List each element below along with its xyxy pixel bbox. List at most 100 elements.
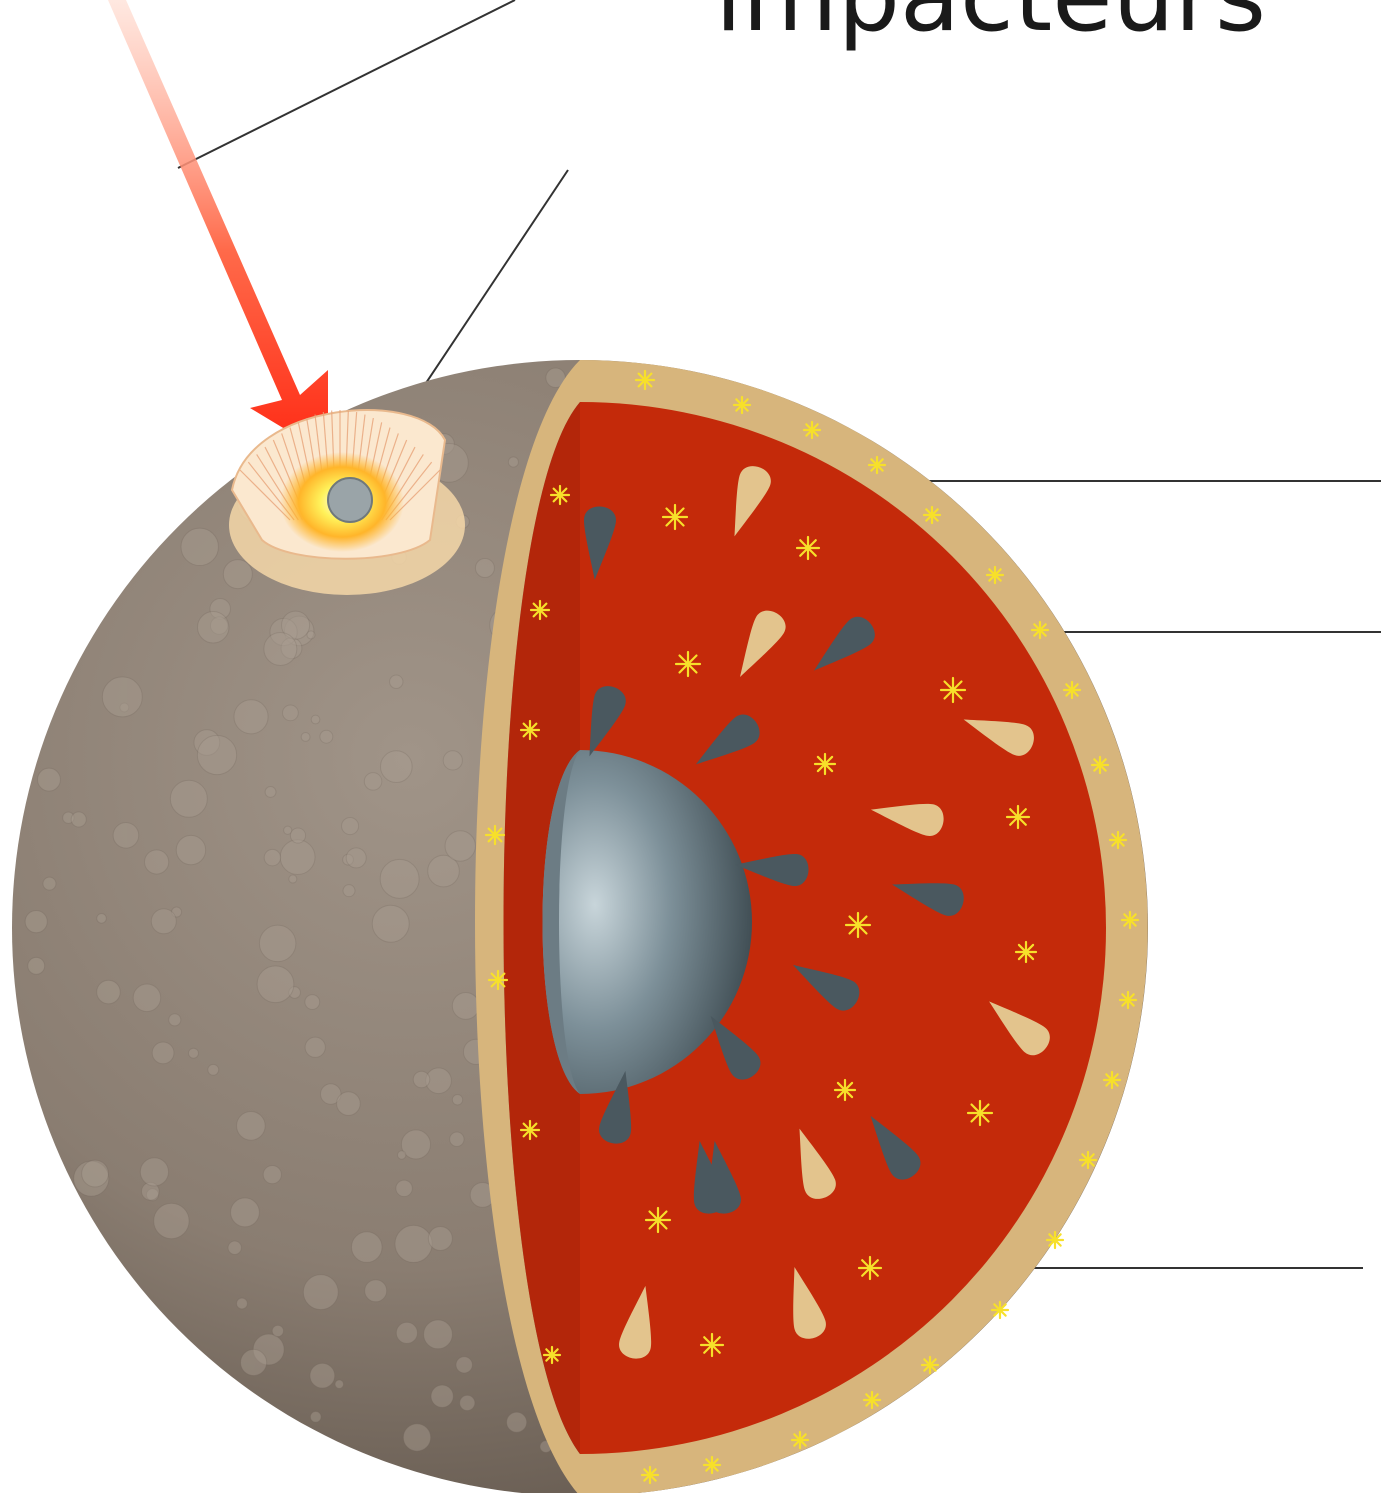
asterisk-star-icon: [804, 422, 820, 438]
crater: [231, 1198, 260, 1227]
asterisk-star-icon: [521, 721, 539, 739]
asterisk-star-icon: [636, 371, 654, 389]
crater: [283, 705, 299, 721]
asterisk-star-icon: [922, 1357, 938, 1373]
crater: [223, 560, 252, 589]
crater: [428, 1226, 452, 1250]
red-arrow-icon: [88, 0, 328, 455]
asterisk-star-icon: [704, 1457, 720, 1473]
crater: [170, 780, 207, 817]
crater: [305, 1037, 325, 1057]
asterisk-star-icon: [663, 505, 687, 529]
asterisk-star-icon: [1064, 682, 1080, 698]
crater: [236, 1298, 247, 1309]
asterisk-star-icon: [642, 1467, 658, 1483]
asterisk-star-icon: [1104, 1072, 1120, 1088]
crater: [403, 1424, 430, 1451]
crater: [342, 817, 359, 834]
crater: [380, 859, 419, 898]
crater: [289, 875, 297, 883]
asterisk-star-icon: [646, 1208, 670, 1232]
crater: [133, 984, 161, 1012]
crater: [380, 751, 412, 783]
crater: [154, 1203, 189, 1238]
crater: [82, 1160, 109, 1187]
asterisk-star-icon: [924, 507, 940, 523]
crater: [307, 631, 315, 639]
crater: [310, 1363, 335, 1388]
crater: [450, 1132, 464, 1146]
asterisk-star-icon: [987, 567, 1003, 583]
crater: [188, 1048, 198, 1058]
crater: [264, 632, 297, 665]
crater: [335, 1380, 344, 1389]
asterisk-star-icon: [797, 537, 819, 559]
asterisk-star-icon: [859, 1257, 881, 1279]
asterisk-star-icon: [1047, 1232, 1063, 1248]
crater: [71, 812, 86, 827]
crater: [346, 848, 366, 868]
crater: [151, 909, 176, 934]
asterisk-star-icon: [864, 1392, 880, 1408]
crater: [301, 733, 310, 742]
crater: [28, 957, 45, 974]
asterisk-star-icon: [1120, 992, 1136, 1008]
asterisk-star-icon: [701, 1334, 723, 1356]
crater: [259, 925, 296, 962]
impact-crater-icon: [229, 410, 465, 595]
crater: [310, 1411, 321, 1422]
crater: [445, 831, 475, 861]
asterisk-star-icon: [551, 486, 569, 504]
crater: [37, 768, 60, 791]
leader-line-impactor: [178, 0, 515, 168]
crater: [272, 1325, 283, 1336]
impactor-body: [328, 478, 372, 522]
asterisk-star-icon: [968, 1101, 992, 1125]
crater: [257, 966, 294, 1003]
asterisk-star-icon: [869, 457, 885, 473]
asterisk-star-icon: [846, 913, 870, 937]
crater: [452, 992, 479, 1019]
asterisk-star-icon: [1016, 942, 1036, 962]
crater: [228, 1241, 241, 1254]
crater: [395, 1225, 432, 1262]
asterisk-star-icon: [815, 754, 835, 774]
asterisk-star-icon: [941, 678, 965, 702]
crater: [264, 849, 280, 865]
crater: [351, 1232, 382, 1263]
crater: [397, 1151, 405, 1159]
crater: [102, 677, 142, 717]
asterisk-star-icon: [1007, 806, 1029, 828]
crater: [97, 914, 107, 924]
crater: [208, 1064, 219, 1075]
asterisk-star-icon: [734, 397, 750, 413]
diagram-title: impacteurs: [715, 0, 1266, 54]
crater: [507, 1412, 527, 1432]
crater: [460, 1395, 475, 1410]
crater: [311, 715, 320, 724]
asterisk-star-icon: [792, 1432, 808, 1448]
crater: [280, 840, 315, 875]
asterisk-star-icon: [521, 1121, 539, 1139]
crater: [237, 1111, 266, 1140]
crater: [43, 877, 56, 890]
asterisk-star-icon: [544, 1347, 560, 1363]
crater: [265, 787, 276, 798]
crater: [25, 911, 47, 933]
crater: [197, 612, 228, 643]
crater: [320, 730, 333, 743]
crater: [390, 675, 403, 688]
crater: [364, 773, 382, 791]
crater: [365, 1280, 387, 1302]
asterisk-star-icon: [1032, 622, 1048, 638]
crater: [290, 828, 305, 843]
crater: [343, 885, 355, 897]
crater: [169, 1014, 181, 1026]
asterisk-star-icon: [835, 1080, 855, 1100]
crater: [424, 1320, 453, 1349]
crater: [145, 850, 169, 874]
crater: [234, 700, 268, 734]
crater: [263, 1165, 281, 1183]
crater: [197, 735, 236, 774]
